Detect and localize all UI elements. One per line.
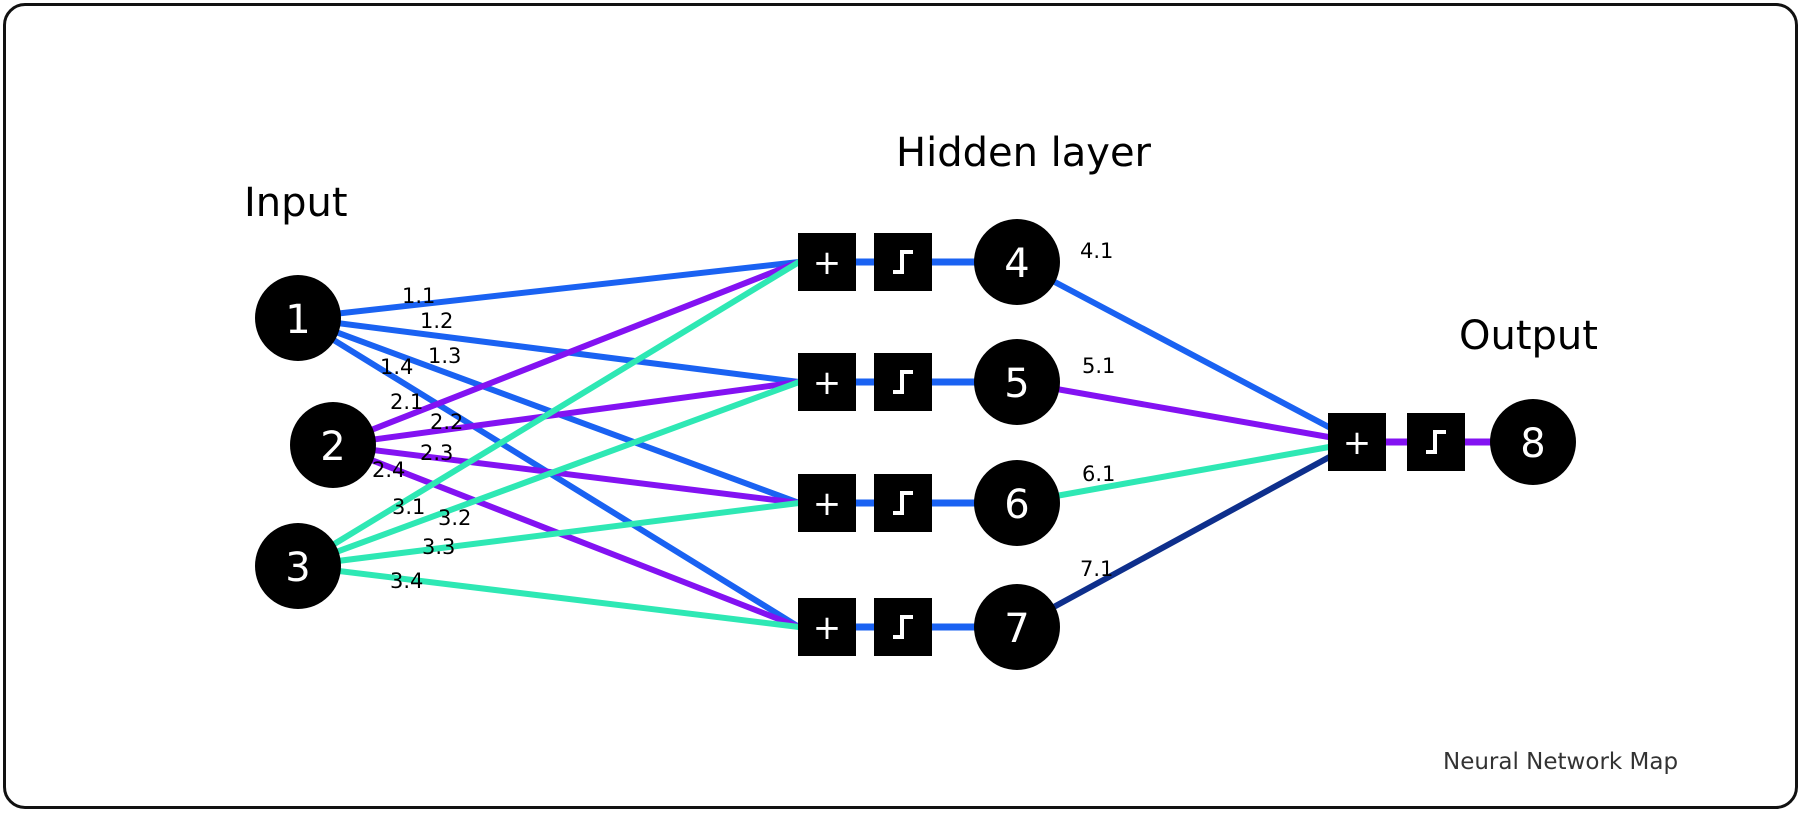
plus-icon: + (1343, 423, 1372, 463)
step-function-icon (893, 370, 913, 394)
plus-icon: + (813, 608, 842, 648)
output-sum-box: + (1328, 413, 1386, 471)
weight-label: 2.3 (420, 441, 454, 465)
weight-label: 1.4 (380, 355, 414, 379)
edge-7-to-output (1014, 439, 1360, 630)
weight-label: 1.1 (402, 284, 436, 308)
edge-4-to-output (1014, 259, 1360, 445)
input-node-1: 1 (255, 275, 341, 361)
weight-label: 3.2 (438, 506, 472, 530)
sum-box-4: + (798, 233, 856, 291)
edge-3-to-5 (295, 379, 802, 569)
sum-box-5: + (798, 353, 856, 411)
hidden-node-4-label: 4 (1004, 241, 1029, 287)
input-node-1-label: 1 (285, 297, 310, 343)
hidden-node-5: 5 (974, 339, 1060, 425)
output-layer-label: Output (1459, 313, 1598, 359)
plus-icon: + (813, 363, 842, 403)
weight-label: 1.3 (428, 344, 462, 368)
diagram-frame (3, 3, 1798, 809)
sum-box-7: + (798, 598, 856, 656)
weight-label: 3.3 (422, 535, 456, 559)
weight-label: 5.1 (1082, 354, 1116, 378)
hidden-node-7: 7 (974, 584, 1060, 670)
activation-box-4 (874, 233, 932, 291)
hidden-node-7-label: 7 (1004, 606, 1029, 652)
edge-2-to-6 (330, 442, 802, 506)
edge-5-to-output (1014, 379, 1360, 445)
input-to-hidden-edges (295, 259, 802, 630)
edge-3-to-7 (295, 563, 802, 630)
edge-2-to-7 (330, 442, 802, 630)
hidden-node-6-label: 6 (1004, 482, 1029, 528)
hidden-node-5-label: 5 (1004, 361, 1029, 407)
hidden-internal-edges (827, 258, 1017, 631)
input-node-2-label: 2 (320, 424, 345, 470)
step-function-icon (893, 250, 913, 274)
input-node-3-label: 3 (285, 545, 310, 591)
input-node-2: 2 (290, 402, 376, 488)
hidden-layer-label: Hidden layer (896, 130, 1151, 176)
hidden-node-4: 4 (974, 219, 1060, 305)
edge-3-to-4 (295, 259, 802, 569)
weight-label: 7.1 (1080, 557, 1114, 581)
weight-label: 3.4 (390, 569, 424, 593)
weight-label: 1.2 (420, 309, 454, 333)
edge-3-to-6 (295, 500, 802, 569)
weight-label: 2.1 (390, 390, 424, 414)
plus-icon: + (813, 243, 842, 283)
weight-label: 3.1 (392, 495, 426, 519)
weight-label: 2.4 (372, 458, 406, 482)
edge-2-to-4 (330, 259, 802, 448)
weight-label: 2.2 (430, 410, 464, 434)
weight-label: 4.1 (1080, 239, 1114, 263)
output-node-8: 8 (1490, 399, 1576, 485)
diagram-caption: Neural Network Map (1443, 749, 1679, 775)
edge-1-to-4 (295, 259, 802, 321)
hidden-node-6: 6 (974, 460, 1060, 546)
step-function-icon (1426, 430, 1446, 454)
activation-box-5 (874, 353, 932, 411)
network-nodes: 1 2 3 +4 +5 +6 +7 +8 (255, 219, 1576, 670)
input-node-3: 3 (255, 523, 341, 609)
plus-icon: + (813, 484, 842, 524)
activation-box-7 (874, 598, 932, 656)
step-function-icon (893, 615, 913, 639)
edge-6-to-output (1014, 439, 1360, 506)
edge-1-to-5 (295, 315, 802, 385)
weight-label: 6.1 (1082, 462, 1116, 486)
edge-2-to-5 (330, 379, 802, 448)
input-layer-label: Input (244, 180, 348, 226)
output-activation-box (1407, 413, 1465, 471)
output-node-8-label: 8 (1520, 421, 1545, 467)
step-function-icon (893, 491, 913, 515)
activation-box-6 (874, 474, 932, 532)
sum-box-6: + (798, 474, 856, 532)
